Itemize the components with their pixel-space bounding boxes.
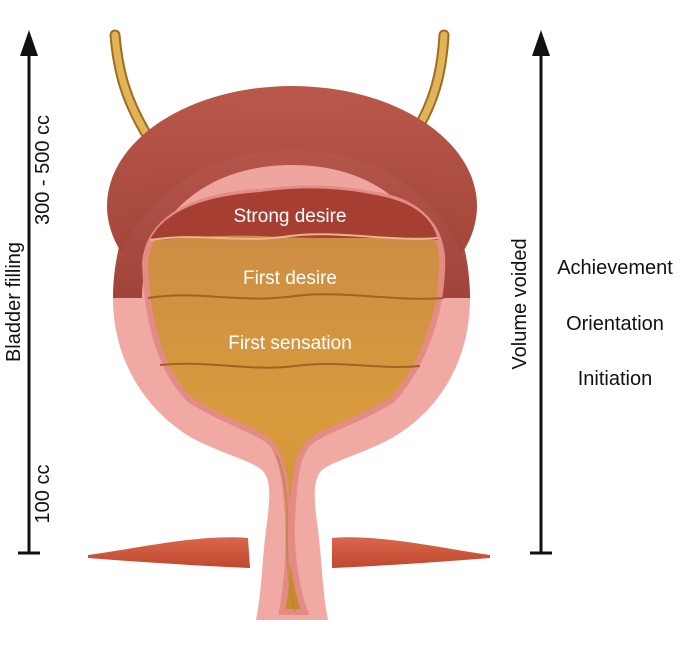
level-first-desire: First desire [243,268,337,289]
left-axis [18,30,40,555]
filling-lower-label: 100 cc [32,465,54,524]
right-axis [530,30,552,555]
level-first-sensation: First sensation [228,333,352,354]
bladder [107,86,477,620]
bladder-filling-label: Bladder filling [3,242,25,362]
volume-voided-label: Volume voided [509,238,531,369]
stage-achievement: Achievement [557,257,673,279]
filling-upper-label: 300 - 500 cc [32,115,54,225]
stage-initiation: Initiation [578,368,653,390]
level-strong-desire: Strong desire [233,206,346,227]
pelvic-floor-muscle [88,537,490,568]
stage-orientation: Orientation [566,313,664,335]
